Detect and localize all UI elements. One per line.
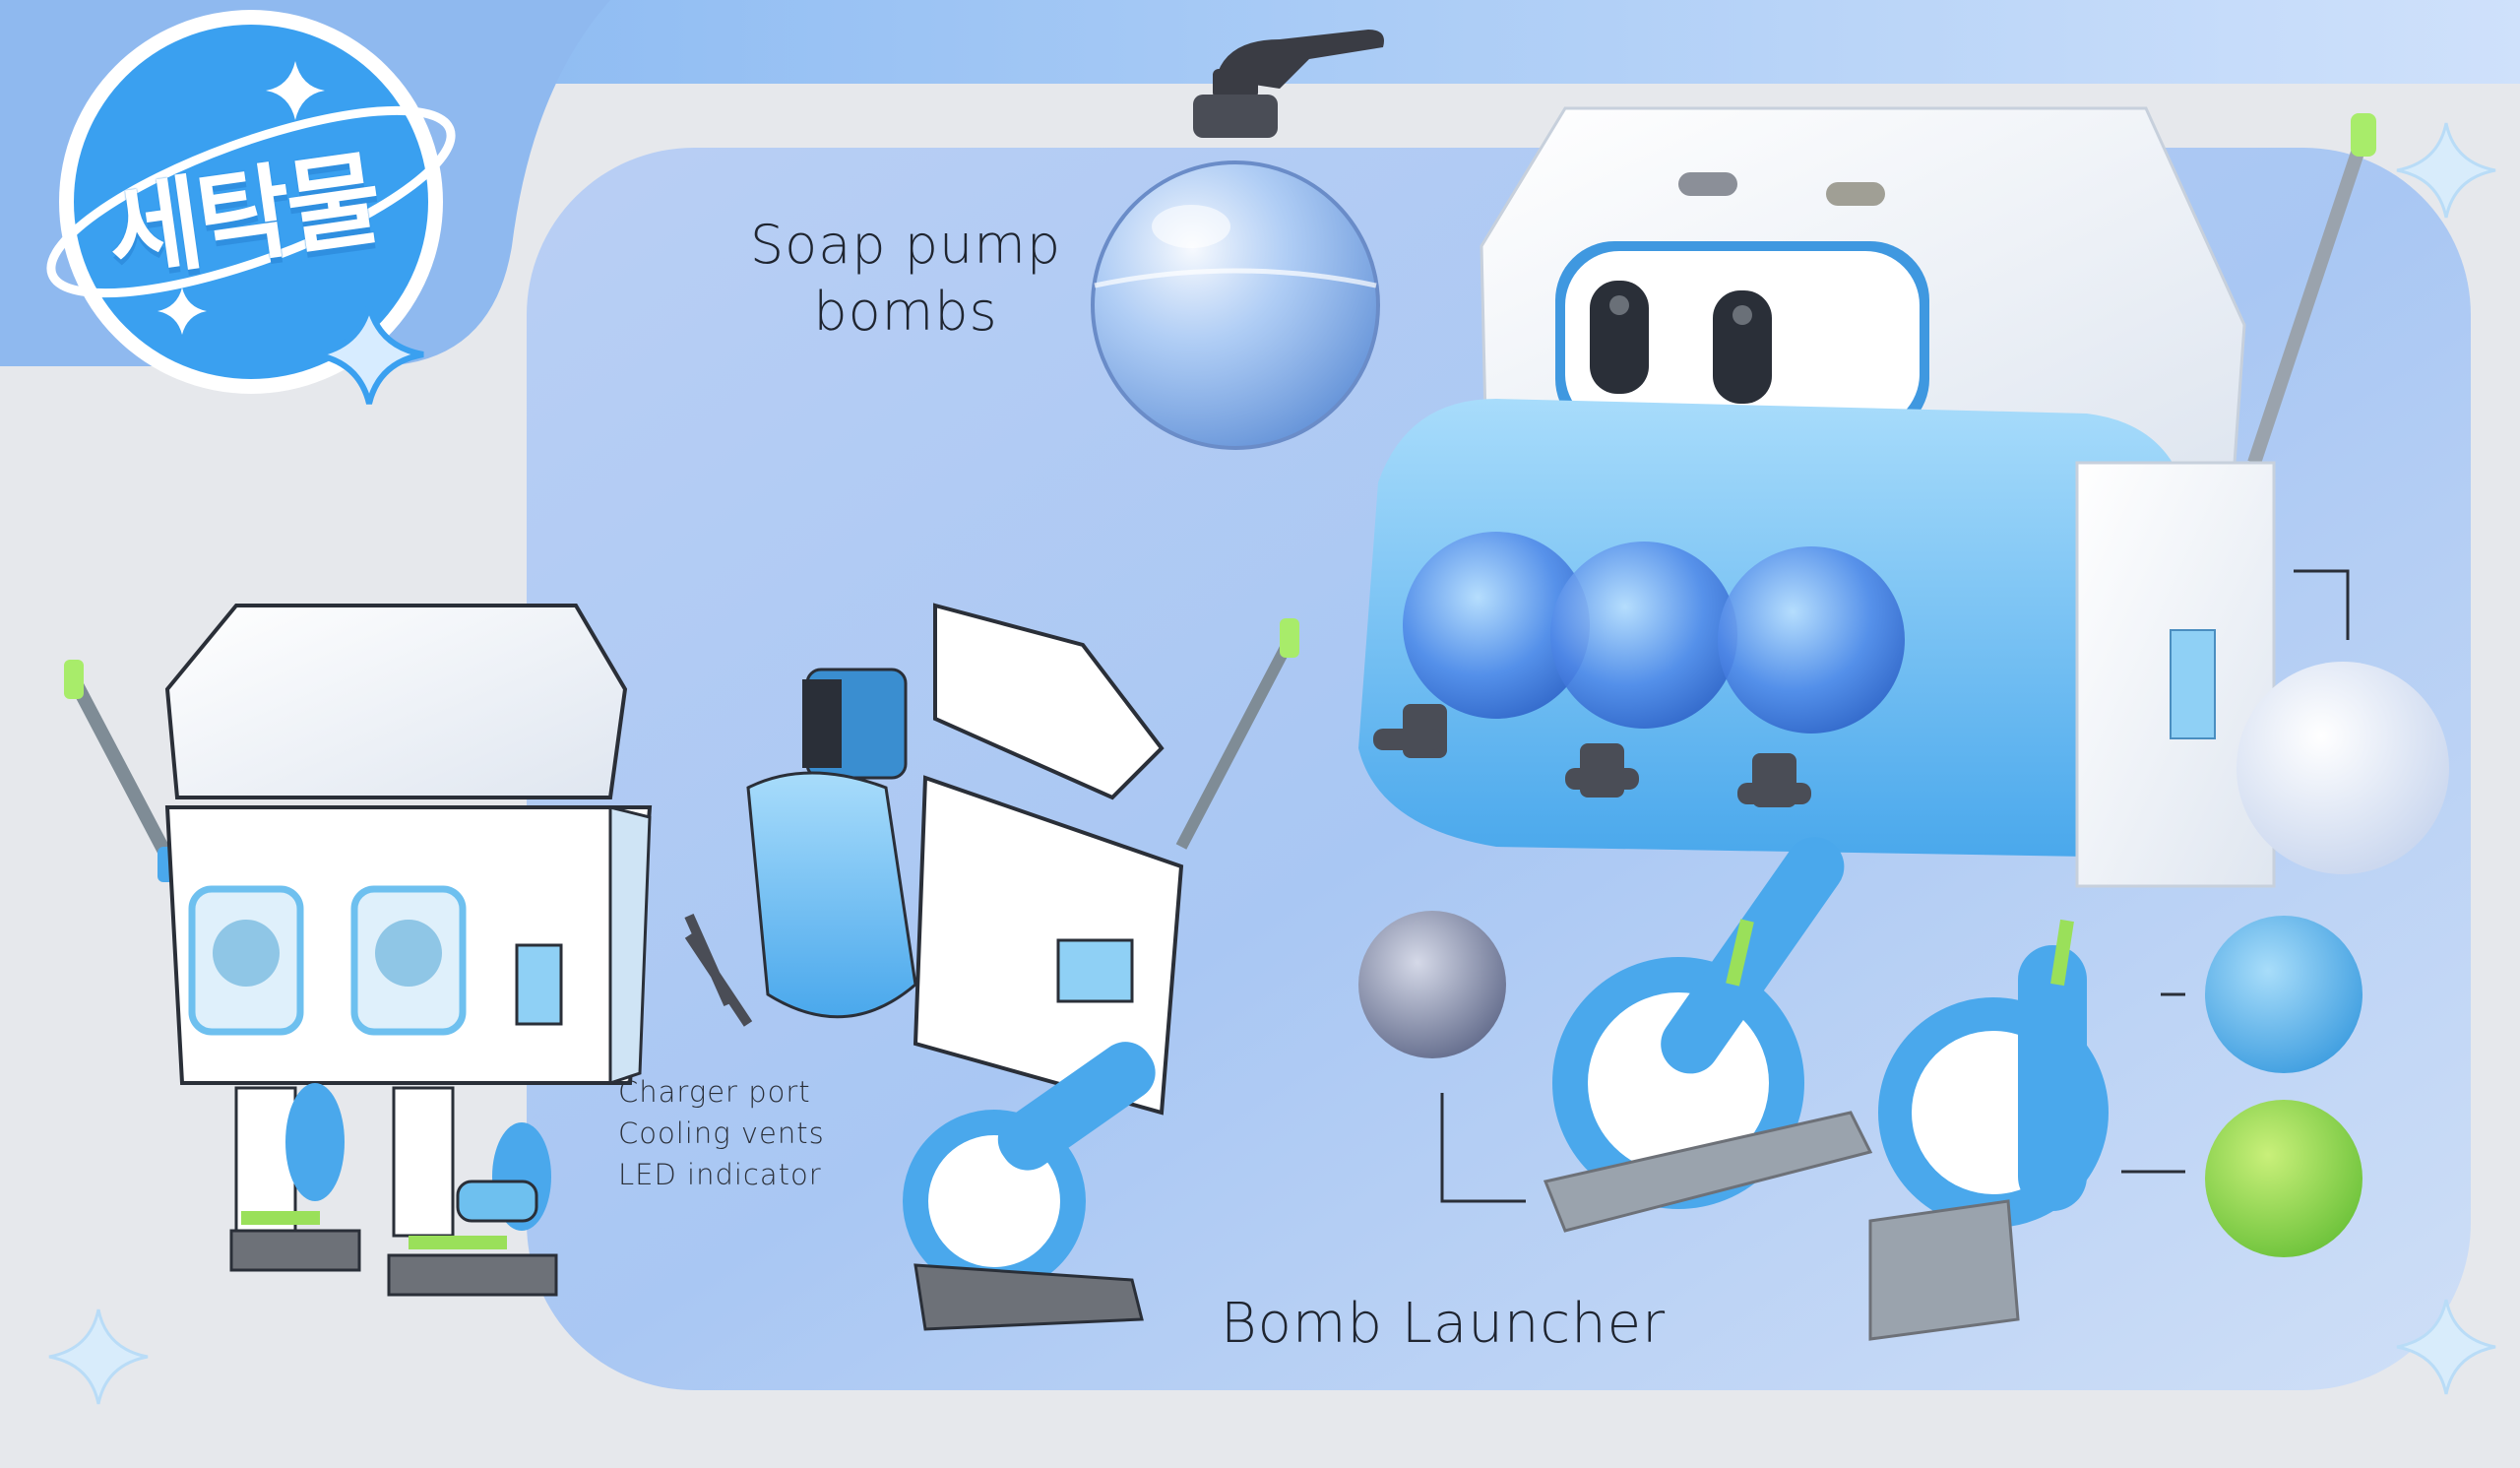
callout-lines [1440,569,2350,1203]
swatch-slate [1358,911,1506,1058]
logo-badge [46,10,456,405]
label-soap-pump-bombs: Soap pump bombs [748,212,1063,345]
feature-cooling-vents: Cooling vents [618,1117,825,1150]
sparkle-icon [48,122,2496,1405]
soap-pump-bomb [1091,30,1384,450]
label-bomb-launcher: Bomb Launcher [1221,1292,1667,1356]
robot-bomb-launcher [1358,106,2376,1341]
soap-bomb-3 [1718,546,1905,734]
feature-list: Charger port Cooling vents LED indicator [618,1071,825,1195]
swatch-blue [2205,916,2362,1073]
label-soap-line-2: bombs [813,280,998,343]
soap-bomb-2 [1550,542,1737,729]
swatch-green [2205,1100,2362,1257]
label-soap-line-1: Soap pump [749,214,1062,276]
swatch-white [2236,662,2449,874]
feature-led-indicator: LED indicator [618,1158,822,1191]
robot-side-view [684,603,1299,1331]
robot-front-view [64,604,653,1297]
soap-bomb-1 [1403,532,1590,719]
feature-charger-port: Charger port [618,1075,811,1109]
